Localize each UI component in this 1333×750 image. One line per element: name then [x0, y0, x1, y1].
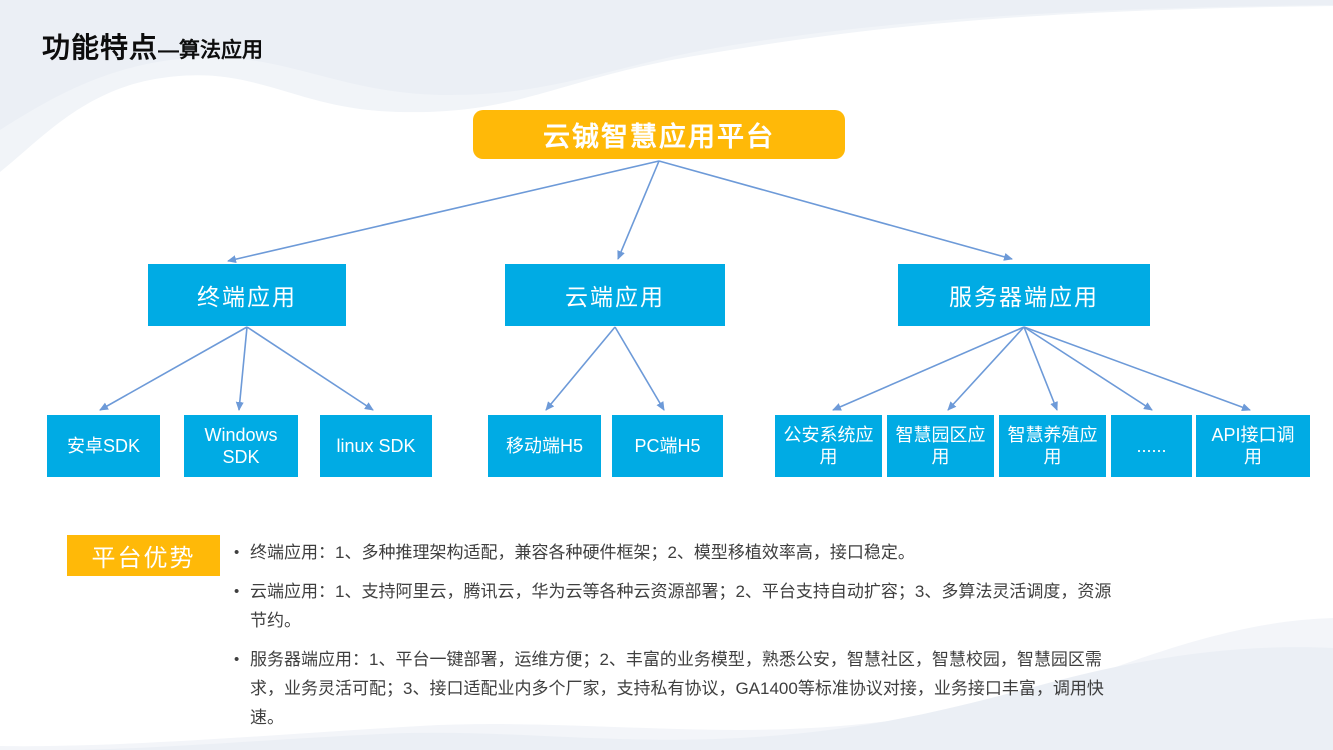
advantages-list: • 终端应用：1、多种推理架构适配，兼容各种硬件框架；2、模型移植效率高，接口稳… — [232, 538, 1112, 742]
leaf-node-ellipsis: ...... — [1111, 415, 1192, 477]
branch-node-cloud: 云端应用 — [505, 264, 725, 326]
leaf-node-api-call: API接口调用 — [1196, 415, 1310, 477]
leaf-node-smart-farming: 智慧养殖应用 — [999, 415, 1106, 477]
root-node-platform: 云铖智慧应用平台 — [473, 110, 845, 159]
bullet-icon: • — [234, 651, 240, 668]
advantages-item-text: 云端应用：1、支持阿里云，腾讯云，华为云等各种云资源部署；2、平台支持自动扩容；… — [250, 582, 1112, 630]
page-title-sub: —算法应用 — [158, 39, 264, 62]
leaf-node-windows-sdk: Windows SDK — [184, 415, 298, 477]
advantages-heading: 平台优势 — [67, 535, 220, 576]
advantages-item-text: 服务器端应用：1、平台一键部署，运维方便；2、丰富的业务模型，熟悉公安，智慧社区… — [250, 650, 1104, 727]
leaf-node-mobile-h5: 移动端H5 — [488, 415, 601, 477]
page-title-main: 功能特点 — [42, 32, 159, 63]
branch-node-terminal: 终端应用 — [148, 264, 346, 326]
page-title: 功能特点—算法应用 — [42, 26, 263, 66]
leaf-node-android-sdk: 安卓SDK — [47, 415, 160, 477]
bullet-icon: • — [234, 544, 240, 561]
bullet-icon: • — [234, 583, 240, 600]
branch-node-server: 服务器端应用 — [898, 264, 1150, 326]
advantages-item-cloud: • 云端应用：1、支持阿里云，腾讯云，华为云等各种云资源部署；2、平台支持自动扩… — [232, 577, 1112, 635]
leaf-node-pc-h5: PC端H5 — [612, 415, 723, 477]
leaf-node-smart-park: 智慧园区应用 — [887, 415, 994, 477]
advantages-item-terminal: • 终端应用：1、多种推理架构适配，兼容各种硬件框架；2、模型移植效率高，接口稳… — [232, 538, 1112, 567]
leaf-node-police-system: 公安系统应用 — [775, 415, 882, 477]
advantages-item-text: 终端应用：1、多种推理架构适配，兼容各种硬件框架；2、模型移植效率高，接口稳定。 — [250, 543, 915, 562]
leaf-node-linux-sdk: linux SDK — [320, 415, 432, 477]
advantages-item-server: • 服务器端应用：1、平台一键部署，运维方便；2、丰富的业务模型，熟悉公安，智慧… — [232, 645, 1112, 732]
